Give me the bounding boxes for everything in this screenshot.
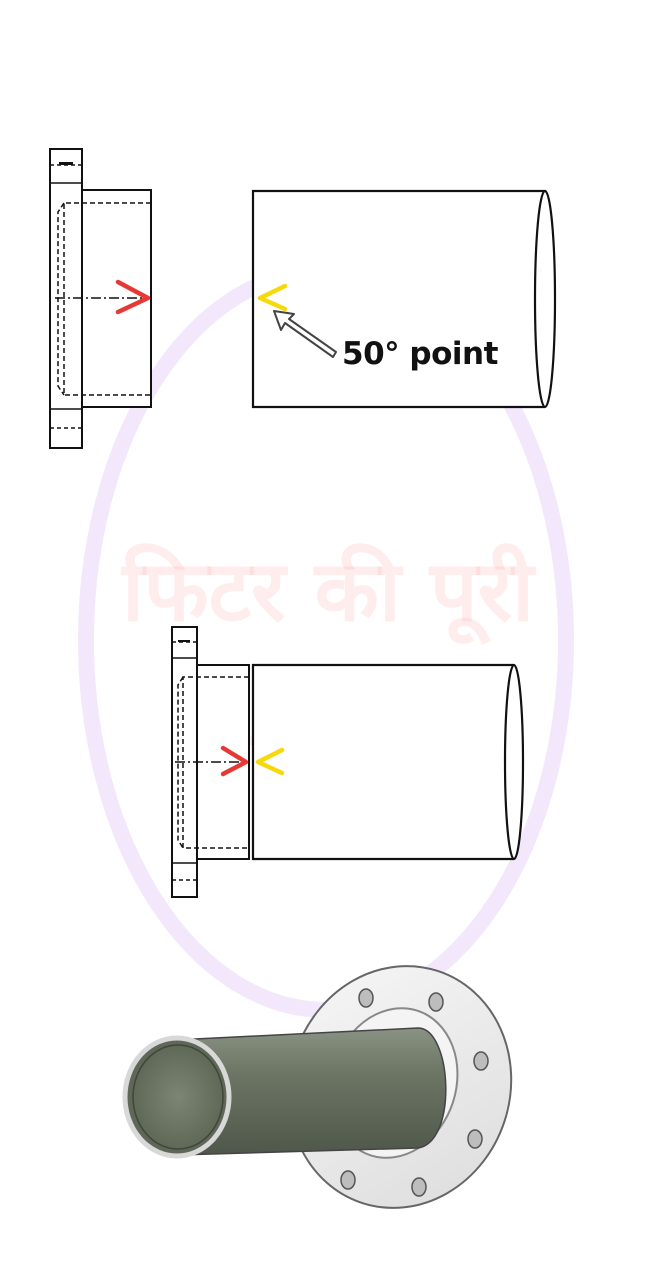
- yellow-marker-top: [257, 283, 288, 312]
- yellow-marker-middle: [255, 747, 285, 776]
- red-marker-top: [115, 279, 151, 315]
- watermark-line-1: फिटर की पूरी: [122, 542, 534, 640]
- pipe-side-view-top: [251, 189, 557, 409]
- flange-pipe-3d-render: [122, 965, 513, 1209]
- pointer-arrow: [273, 310, 337, 358]
- pipe-side-view-middle: [251, 663, 525, 861]
- red-marker-middle: [220, 745, 249, 777]
- fifty-degree-point-label: 50° point: [342, 336, 498, 372]
